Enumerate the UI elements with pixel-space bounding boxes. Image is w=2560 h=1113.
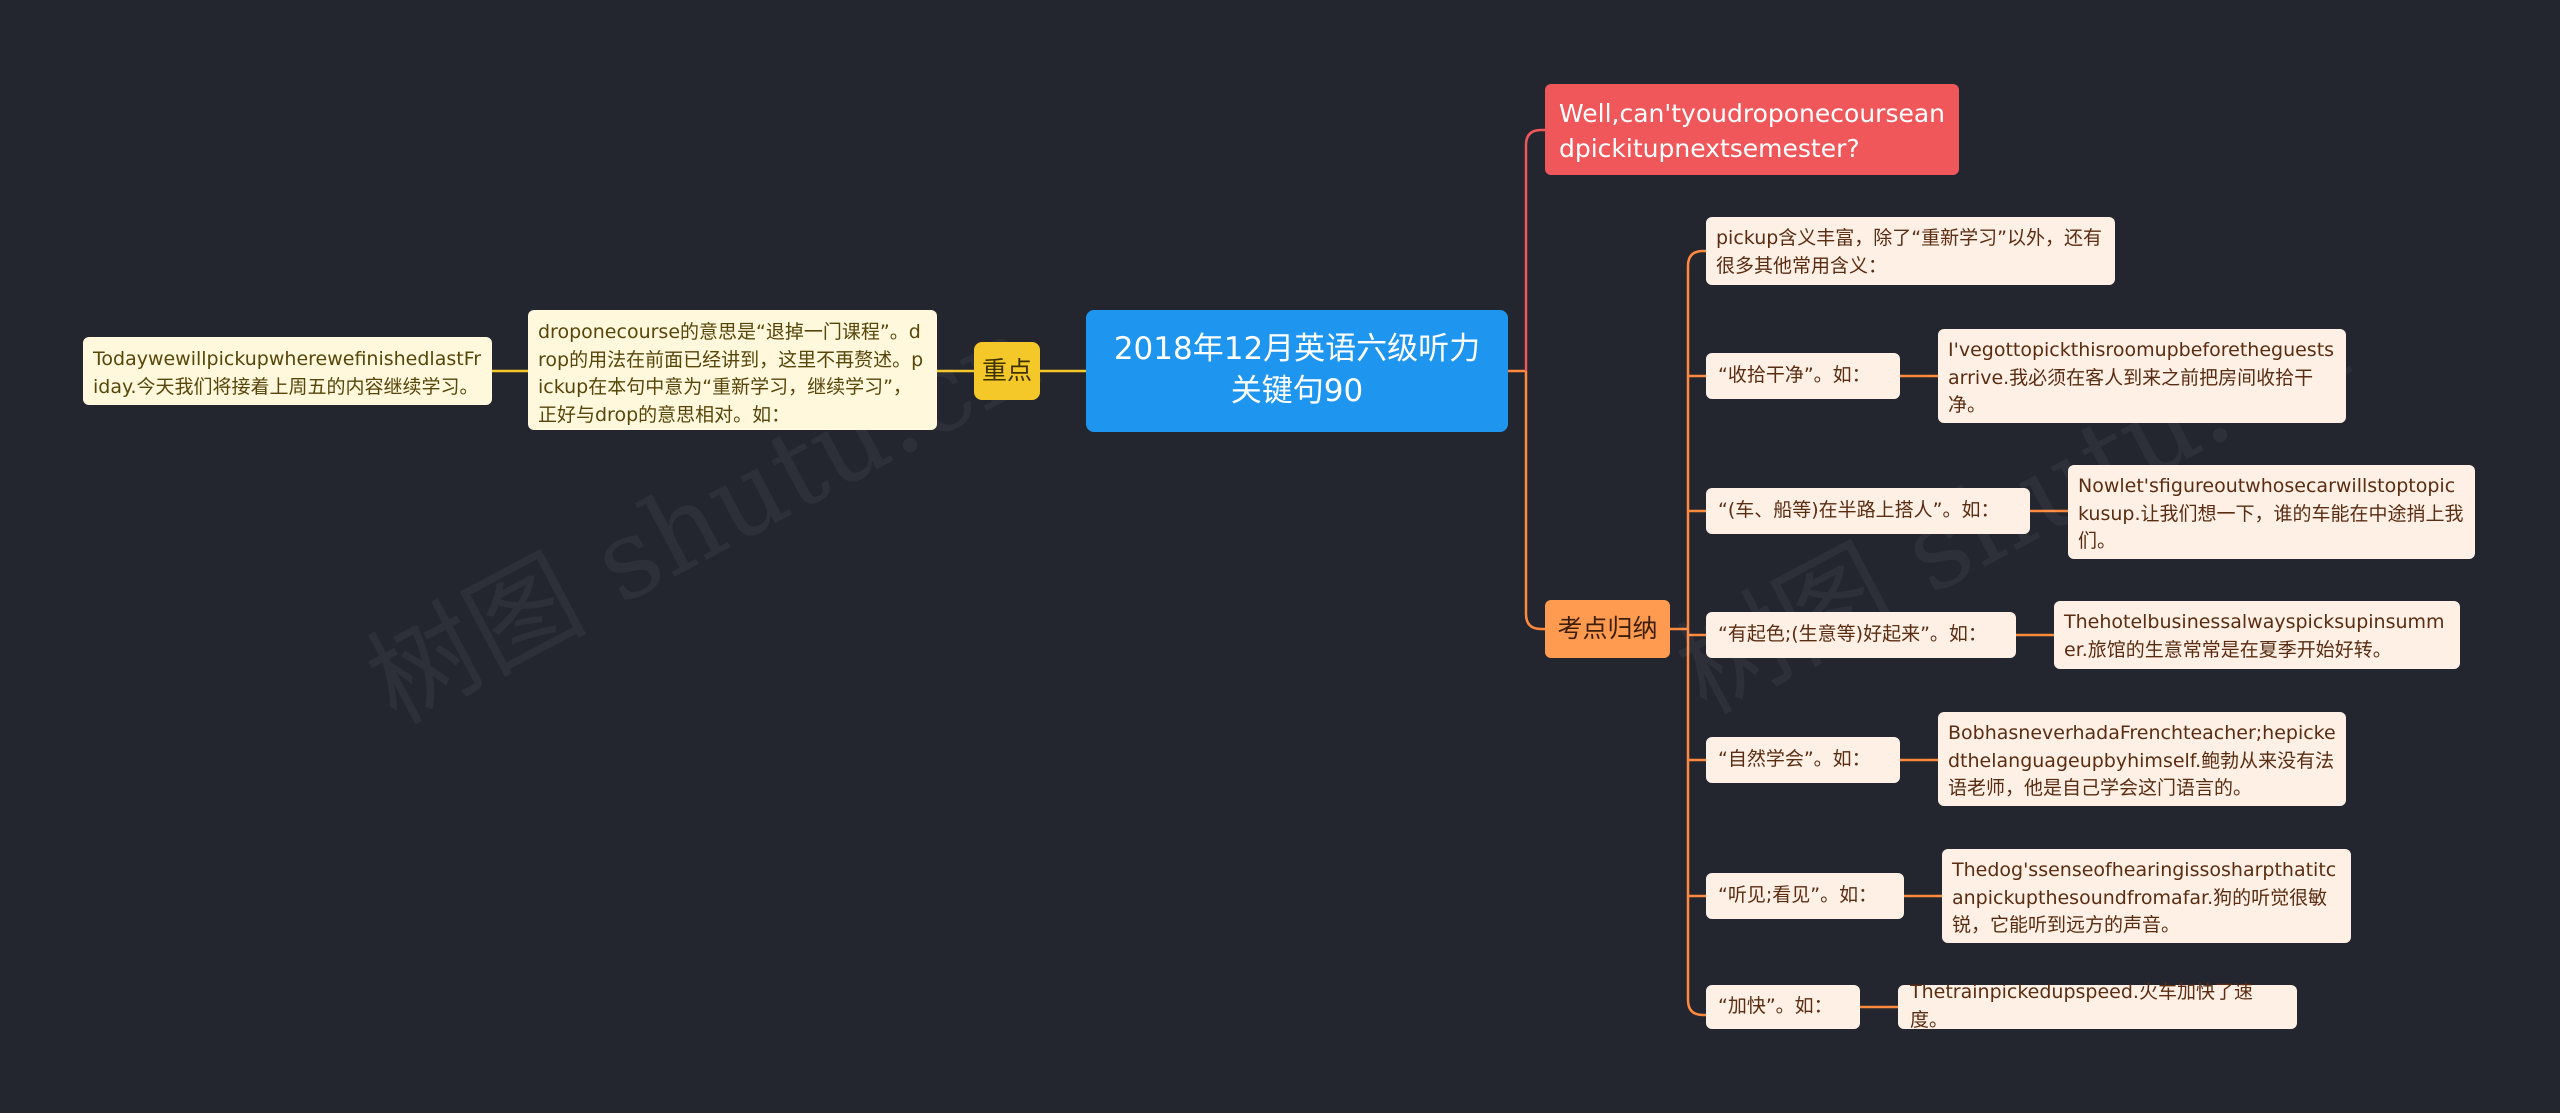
meaning-example-4[interactable]: BobhasneverhadaFrenchteacher;hepickedthe…	[1938, 712, 2346, 806]
summary-intro[interactable]: pickup含义丰富，除了“重新学习”以外，还有很多其他常用含义：	[1706, 217, 2115, 285]
connector-to-intro	[1686, 249, 1706, 629]
meaning-example-3[interactable]: Thehotelbusinessalwayspicksupinsummer.旅馆…	[2054, 601, 2460, 669]
connector-to-question	[1524, 128, 1545, 371]
question-node[interactable]: Well,can'tyoudroponecourseandpickitupnex…	[1545, 84, 1959, 175]
key-point-example[interactable]: TodaywewillpickupwherewefinishedlastFrid…	[83, 337, 492, 405]
connector-to-summary	[1524, 371, 1545, 631]
meaning-example-1[interactable]: I'vegottopickthisroomupbeforetheguestsar…	[1938, 329, 2346, 423]
meaning-label-5[interactable]: “听见;看见”。如：	[1706, 873, 1904, 919]
meaning-example-5[interactable]: Thedog'ssenseofhearingissosharpthatitcan…	[1942, 849, 2351, 943]
meaning-label-2[interactable]: “(车、船等)在半路上搭人”。如：	[1706, 488, 2030, 534]
summary-tag[interactable]: 考点归纳	[1545, 600, 1670, 658]
root-topic[interactable]: 2018年12月英语六级听力关键句90	[1086, 310, 1508, 432]
meaning-label-4[interactable]: “自然学会”。如：	[1706, 737, 1900, 783]
meaning-example-2[interactable]: Nowlet'sfigureoutwhosecarwillstoptopicku…	[2068, 465, 2475, 559]
key-point-note[interactable]: droponecourse的意思是“退掉一门课程”。drop的用法在前面已经讲到…	[528, 310, 937, 430]
meaning-label-6[interactable]: “加快”。如：	[1706, 985, 1860, 1029]
connector-spine-bottom	[1686, 629, 1706, 1017]
meaning-label-1[interactable]: “收拾干净”。如：	[1706, 353, 1900, 399]
key-point-tag[interactable]: 重点	[974, 342, 1040, 400]
meaning-example-6[interactable]: Thetrainpickedupspeed.火车加快了速度。	[1898, 981, 2297, 1031]
meaning-label-3[interactable]: “有起色;(生意等)好起来”。如：	[1706, 612, 2016, 658]
